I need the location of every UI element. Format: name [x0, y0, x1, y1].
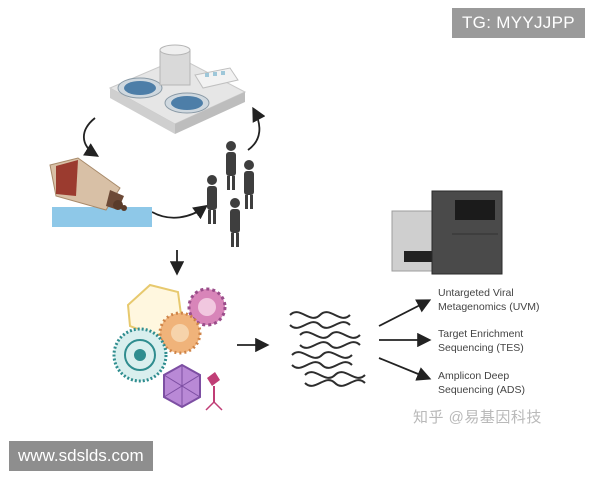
virus-cluster-icon [112, 283, 227, 411]
people-icon [207, 141, 254, 247]
website-url-badge: www.sdslds.com [9, 441, 153, 471]
output-label-line2: Sequencing (ADS) [438, 384, 525, 396]
output-arrows [378, 299, 432, 381]
output-label-line2: Sequencing (TES) [438, 342, 524, 354]
sequencer-icon [391, 190, 503, 275]
output-label-ads: Amplicon Deep Sequencing (ADS) [438, 369, 588, 397]
output-label-tes: Target Enrichment Sequencing (TES) [438, 327, 588, 355]
output-label-line1: Untargeted Viral [438, 287, 514, 299]
sample-collection-icon [49, 157, 152, 227]
output-label-uvm: Untargeted Viral Metagenomics (UVM) [438, 286, 588, 314]
output-label-line2: Metagenomics (UVM) [438, 301, 540, 313]
wastewater-treatment-plant-icon [108, 44, 247, 134]
dna-strands-icon [289, 311, 366, 387]
output-label-line1: Target Enrichment [438, 328, 524, 340]
telegram-tag: TG: MYYJJPP [452, 8, 585, 38]
output-label-line1: Amplicon Deep [438, 370, 510, 382]
cycle-arrows [82, 106, 270, 353]
watermark: 知乎 @易基因科技 [413, 409, 542, 426]
